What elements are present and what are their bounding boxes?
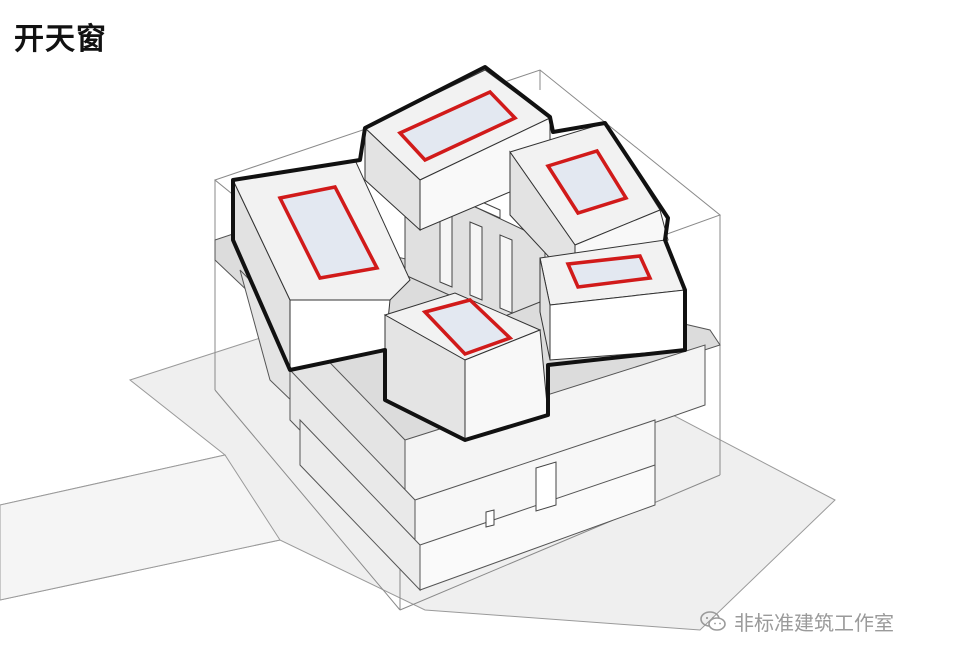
central-core — [404, 189, 546, 319]
door-small — [485, 509, 495, 528]
envelope-bottom-left — [214, 389, 401, 611]
wechat-icon — [700, 611, 726, 631]
page-title: 开天窗 — [14, 22, 107, 57]
roof-cluster-outline — [231, 65, 687, 442]
skylight-right-back — [545, 148, 629, 216]
watermark-text: 非标准建筑工作室 — [734, 610, 894, 635]
core-fin-1 — [439, 209, 453, 288]
entrance-slot — [535, 461, 557, 512]
skylight-top — [397, 89, 518, 163]
road-strip — [0, 454, 281, 601]
skylights — [277, 89, 653, 357]
skylight-front — [421, 298, 514, 357]
core-fin-2 — [469, 221, 483, 301]
watermark: 非标准建筑工作室 — [700, 606, 894, 636]
core-fin-3 — [499, 234, 513, 314]
mid-block-right — [404, 344, 706, 511]
ground-floor-right — [419, 464, 656, 591]
skylight-left — [277, 185, 380, 280]
envelope-bottom-right — [399, 474, 721, 611]
skylight-right-front — [565, 254, 653, 289]
